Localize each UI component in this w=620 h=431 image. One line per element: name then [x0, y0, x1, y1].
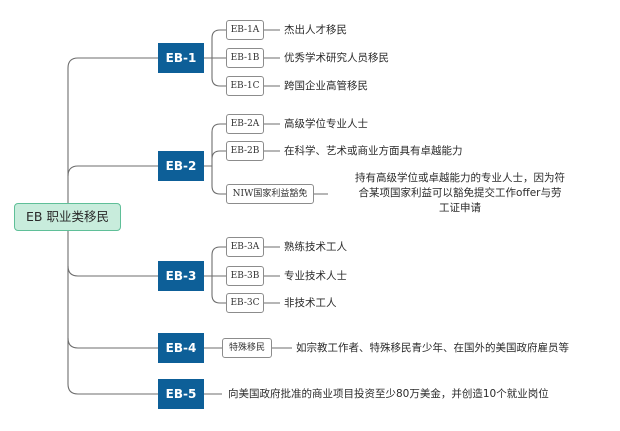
root-to-eb3-line	[67, 265, 158, 277]
sub-eb1b: EB-1B	[226, 48, 264, 68]
eb3-desc-lines	[264, 246, 280, 304]
desc-eb3c: 非技术工人	[284, 297, 337, 309]
category-eb3: EB-3	[158, 261, 204, 291]
desc-eb3a: 熟练技术工人	[284, 241, 347, 253]
sub-eb3b: EB-3B	[226, 266, 264, 286]
eb2-branch-lines	[204, 123, 226, 195]
sub-eb3a: EB-3A	[226, 237, 264, 257]
desc-niw: 持有高级学位或卓越能力的专业人士，因为符 合某项国家利益可以豁免提交工作offe…	[332, 171, 588, 216]
desc-eb1c: 跨国企业高管移民	[284, 80, 368, 92]
root-to-eb2-line	[67, 165, 158, 177]
sub-special-immigrant: 特殊移民	[222, 338, 272, 358]
root-trunk-line	[67, 57, 158, 203]
desc-special-immigrant: 如宗教工作者、特殊移民青少年、在国外的美国政府雇员等	[296, 342, 569, 354]
eb3-branch-lines	[204, 246, 226, 304]
desc-niw-line: 合某项国家利益可以豁免提交工作offer与劳	[358, 187, 562, 199]
category-eb5: EB-5	[158, 379, 204, 409]
sub-eb3c: EB-3C	[226, 293, 264, 313]
desc-eb2a: 高级学位专业人士	[284, 118, 368, 130]
desc-niw-line: 工证申请	[439, 202, 481, 214]
sub-niw: NIW国家利益豁免	[226, 184, 314, 204]
desc-eb3b: 专业技术人士	[284, 270, 347, 282]
desc-niw-line: 持有高级学位或卓越能力的专业人士，因为符	[355, 172, 565, 184]
root-node: EB 职业类移民	[14, 203, 121, 231]
eb2-desc-lines	[264, 123, 328, 195]
sub-eb1c: EB-1C	[226, 76, 264, 96]
sub-eb1a: EB-1A	[226, 20, 264, 40]
root-trunk-line-lower	[67, 231, 158, 395]
desc-eb2b: 在科学、艺术或商业方面具有卓越能力	[284, 145, 463, 157]
category-eb1: EB-1	[158, 43, 204, 73]
category-eb4: EB-4	[158, 333, 204, 363]
desc-eb1b: 优秀学术研究人员移民	[284, 52, 389, 64]
eb1-desc-lines	[264, 29, 280, 87]
desc-eb5: 向美国政府批准的商业项目投资至少80万美金，并创造10个就业岗位	[228, 388, 549, 400]
category-eb2: EB-2	[158, 151, 204, 181]
sub-eb2a: EB-2A	[226, 114, 264, 134]
root-to-eb4-line	[67, 337, 158, 349]
sub-eb2b: EB-2B	[226, 141, 264, 161]
desc-eb1a: 杰出人才移民	[284, 24, 347, 36]
eb1-branch-lines	[204, 29, 226, 87]
